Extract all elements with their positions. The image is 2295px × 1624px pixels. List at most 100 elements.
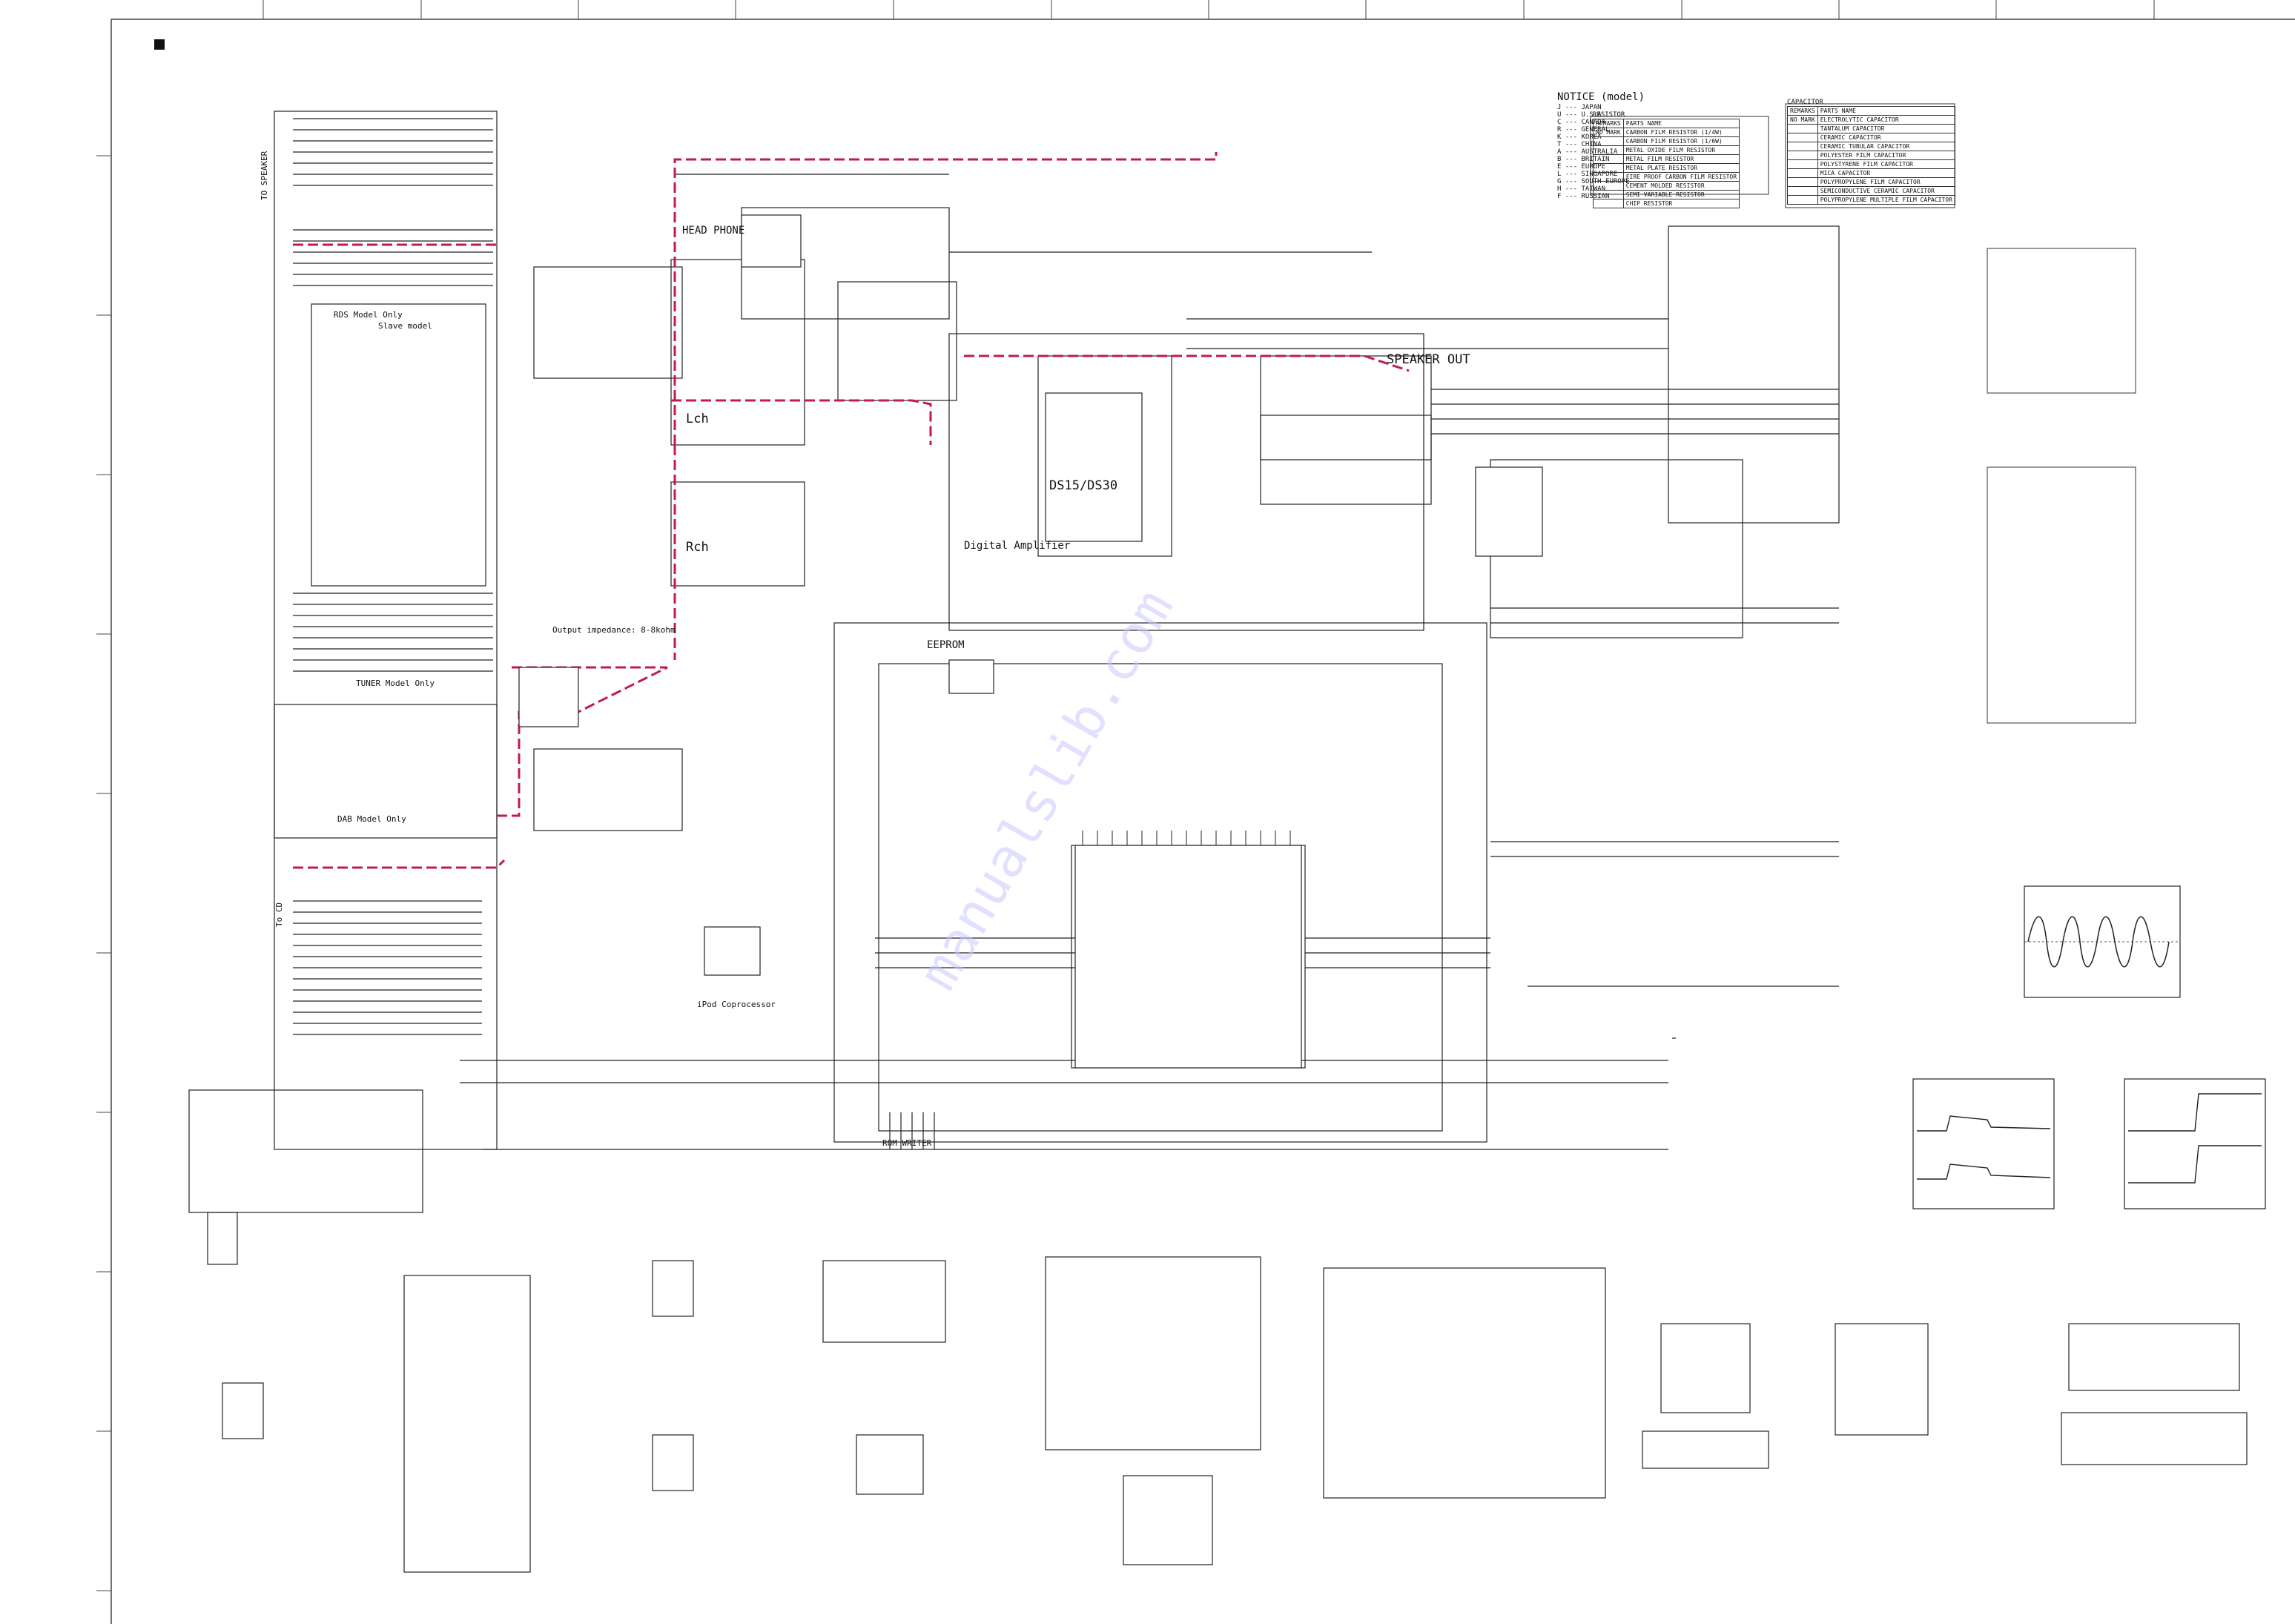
waveform-2: [1912, 1078, 2055, 1209]
capacitor-title: CAPACITOR: [1787, 99, 1823, 106]
table-row: METAL OXIDE FILM RESISTOR: [1593, 145, 1740, 155]
table-cell: REMARKS: [1593, 119, 1624, 128]
table-cell: [1593, 181, 1624, 191]
table-cell: CHIP RESISTOR: [1622, 199, 1740, 208]
table-cell: METAL PLATE RESISTOR: [1622, 163, 1740, 173]
model-entry: K --- KOREA: [1557, 133, 1602, 141]
table-cell: [1787, 195, 1818, 205]
table-cell: CERAMIC CAPACITOR: [1817, 133, 1955, 142]
table-cell: CARBON FILM RESISTOR (1/4W): [1622, 128, 1740, 137]
table-cell: POLYESTER FILM CAPACITOR: [1817, 151, 1955, 160]
model-entry: H --- TAIWAN: [1557, 185, 1606, 193]
table-cell: PARTS NAME: [1622, 119, 1740, 128]
model-entry: B --- BRITAIN: [1557, 156, 1610, 163]
to-cd-label: To CD: [274, 902, 284, 927]
to-speaker-label: TO SPEAKER: [260, 151, 269, 200]
table-row: POLYSTYRENE FILM CAPACITOR: [1787, 159, 1955, 169]
table-row: MICA CAPACITOR: [1787, 168, 1955, 178]
model-entry: T --- CHINA: [1557, 141, 1602, 148]
table-cell: NO MARK: [1787, 115, 1818, 125]
dab-model-label: DAB Model Only: [337, 814, 406, 824]
model-entry: F --- RUSSIAN: [1557, 193, 1610, 200]
wiring: [274, 110, 1840, 1150]
model-entry: A --- AUSTRALIA: [1557, 148, 1618, 156]
table-cell: REMARKS: [1787, 106, 1818, 116]
table-cell: CERAMIC TUBULAR CAPACITOR: [1817, 142, 1955, 151]
table-cell: METAL OXIDE FILM RESISTOR: [1622, 145, 1740, 155]
table-row: METAL FILM RESISTOR: [1593, 154, 1740, 164]
table-cell: FIRE PROOF CARBON FILM RESISTOR: [1622, 172, 1740, 182]
table-cell: CARBON FILM RESISTOR (1/6W): [1622, 136, 1740, 146]
output-impedance-label: Output impedance: 8-8kohm: [552, 625, 676, 635]
table-row: POLYESTER FILM CAPACITOR: [1787, 151, 1955, 160]
table-cell: [1593, 190, 1624, 199]
table-row: SEMI VARIABLE RESISTOR: [1593, 190, 1740, 199]
table-cell: [1787, 168, 1818, 178]
table-row: SEMICONDUCTIVE CERAMIC CAPACITOR: [1787, 186, 1955, 196]
notice-title: NOTICE (model): [1557, 91, 1645, 103]
rds-model-label: RDS Model Only: [334, 310, 403, 320]
table-row: CERAMIC CAPACITOR: [1787, 133, 1955, 142]
rom-writer-label: ROM WRITER: [882, 1138, 932, 1148]
eeprom-label: EEPROM: [927, 639, 965, 651]
table-cell: [1593, 163, 1624, 173]
lch-label: Lch: [686, 412, 709, 426]
table-row: CEMENT MOLDED RESISTOR: [1593, 181, 1740, 191]
ic-model-label: DS15/DS30: [1049, 478, 1118, 493]
table-cell: [1787, 133, 1818, 142]
table-cell: POLYPROPYLENE FILM CAPACITOR: [1817, 177, 1955, 187]
table-cell: [1593, 172, 1624, 182]
table-row: FIRE PROOF CARBON FILM RESISTOR: [1593, 172, 1740, 182]
table-cell: [1787, 124, 1818, 133]
tuner-model-label: TUNER Model Only: [356, 679, 435, 688]
table-cell: POLYSTYRENE FILM CAPACITOR: [1817, 159, 1955, 169]
slave-model-label: Slave model: [378, 321, 432, 331]
ic-blocks: [518, 214, 1543, 1069]
table-cell: [1593, 199, 1624, 208]
table-row: TANTALUM CAPACITOR: [1787, 124, 1955, 133]
table-cell: [1787, 186, 1818, 196]
ipod-coprocessor-label: iPod Coprocessor: [697, 1000, 776, 1009]
table-cell: SEMICONDUCTIVE CERAMIC CAPACITOR: [1817, 186, 1955, 196]
table-cell: METAL FILM RESISTOR: [1622, 154, 1740, 164]
table-cell: SEMI VARIABLE RESISTOR: [1622, 190, 1740, 199]
head-phone-label: HEAD PHONE: [682, 225, 745, 237]
table-cell: ELECTROLYTIC CAPACITOR: [1817, 115, 1955, 125]
model-entry: L --- SINGAPORE: [1557, 171, 1618, 178]
table-cell: PARTS NAME: [1817, 106, 1955, 116]
model-entry: C --- CANADA: [1557, 119, 1606, 126]
table-row: CHIP RESISTOR: [1593, 199, 1740, 208]
table-cell: CEMENT MOLDED RESISTOR: [1622, 181, 1740, 191]
section-marker: [154, 39, 165, 50]
table-cell: [1593, 136, 1624, 146]
rch-label: Rch: [686, 540, 709, 555]
table-cell: [1787, 142, 1818, 151]
model-entry: E --- EUROPE: [1557, 163, 1606, 171]
signal-path: [293, 152, 1410, 869]
table-cell: [1787, 159, 1818, 169]
ipod-coprocessor-ic: [704, 926, 761, 976]
model-entry: U --- U.S.A: [1557, 111, 1602, 119]
table-row: CARBON FILM RESISTOR (1/6W): [1593, 136, 1740, 146]
table-cell: [1593, 154, 1624, 164]
resistor-title: RESISTOR: [1593, 111, 1625, 119]
table-cell: MICA CAPACITOR: [1817, 168, 1955, 178]
headphone-amp: [741, 214, 802, 268]
table-cell: [1787, 151, 1818, 160]
table-cell: POLYPROPYLENE MULTIPLE FILM CAPACITOR: [1817, 195, 1955, 205]
table-row: POLYPROPYLENE FILM CAPACITOR: [1787, 177, 1955, 187]
model-entry: J --- JAPAN: [1557, 104, 1602, 111]
speaker-out-label: SPEAKER OUT: [1387, 352, 1470, 367]
waveform-3: [2124, 1078, 2266, 1209]
mcu-pins: [1082, 831, 1291, 845]
table-row: CERAMIC TUBULAR CAPACITOR: [1787, 142, 1955, 151]
digital-amplifier-ic: [1045, 392, 1143, 542]
